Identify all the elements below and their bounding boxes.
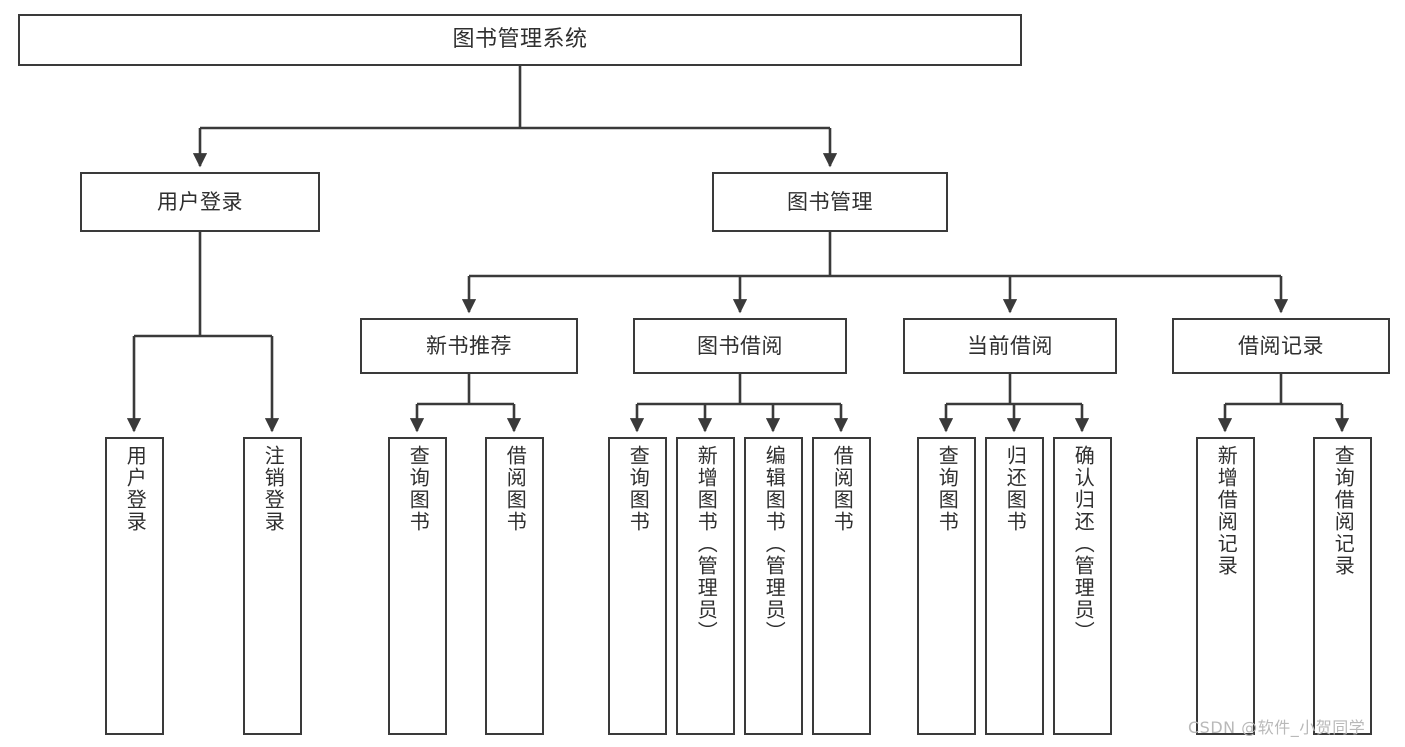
leaf-label: 借阅图书 xyxy=(830,445,855,533)
leaf-label: 用户登录 xyxy=(123,445,148,533)
leaf-borrow-add-book-admin[interactable]: 新增图书（管理员） xyxy=(676,437,735,735)
node-root-label: 图书管理系统 xyxy=(452,27,588,53)
leaf-current-query-book[interactable]: 查询图书 xyxy=(917,437,976,735)
leaf-user-login-logout[interactable]: 注销登录 xyxy=(243,437,302,735)
leaf-label: 新增图书（管理员） xyxy=(694,445,719,643)
leaf-current-return-book[interactable]: 归还图书 xyxy=(985,437,1044,735)
leaf-borrow-edit-book-admin[interactable]: 编辑图书（管理员） xyxy=(744,437,803,735)
node-borrow-record-label: 借阅记录 xyxy=(1238,333,1324,358)
node-user-login-label: 用户登录 xyxy=(157,189,243,214)
leaf-label: 查询图书 xyxy=(935,445,960,533)
leaf-record-add-record[interactable]: 新增借阅记录 xyxy=(1196,437,1255,735)
leaf-record-query-record[interactable]: 查询借阅记录 xyxy=(1313,437,1372,735)
node-new-book-recommend-label: 新书推荐 xyxy=(426,333,512,358)
leaf-label: 注销登录 xyxy=(261,445,286,533)
node-borrow-record[interactable]: 借阅记录 xyxy=(1172,318,1390,374)
node-current-borrow[interactable]: 当前借阅 xyxy=(903,318,1117,374)
leaf-user-login-login[interactable]: 用户登录 xyxy=(105,437,164,735)
leaf-label: 查询图书 xyxy=(626,445,651,533)
leaf-label: 归还图书 xyxy=(1003,445,1028,533)
watermark: CSDN @软件_小贺同学 xyxy=(1188,718,1366,737)
node-user-login[interactable]: 用户登录 xyxy=(80,172,320,232)
node-current-borrow-label: 当前借阅 xyxy=(967,333,1053,358)
node-root[interactable]: 图书管理系统 xyxy=(18,14,1022,66)
node-book-management-label: 图书管理 xyxy=(787,189,873,214)
leaf-label: 查询借阅记录 xyxy=(1331,445,1356,577)
leaf-current-confirm-return-admin[interactable]: 确认归还（管理员） xyxy=(1053,437,1112,735)
leaf-label: 编辑图书（管理员） xyxy=(762,445,787,643)
leaf-label: 确认归还（管理员） xyxy=(1071,445,1096,643)
node-book-borrow-label: 图书借阅 xyxy=(697,333,783,358)
node-book-borrow[interactable]: 图书借阅 xyxy=(633,318,847,374)
node-book-management[interactable]: 图书管理 xyxy=(712,172,948,232)
leaf-borrow-query-book[interactable]: 查询图书 xyxy=(608,437,667,735)
node-new-book-recommend[interactable]: 新书推荐 xyxy=(360,318,578,374)
leaf-label: 借阅图书 xyxy=(503,445,528,533)
leaf-recommend-query-book[interactable]: 查询图书 xyxy=(388,437,447,735)
leaf-label: 查询图书 xyxy=(406,445,431,533)
leaf-recommend-borrow-book[interactable]: 借阅图书 xyxy=(485,437,544,735)
leaf-borrow-borrow-book[interactable]: 借阅图书 xyxy=(812,437,871,735)
leaf-label: 新增借阅记录 xyxy=(1214,445,1239,577)
